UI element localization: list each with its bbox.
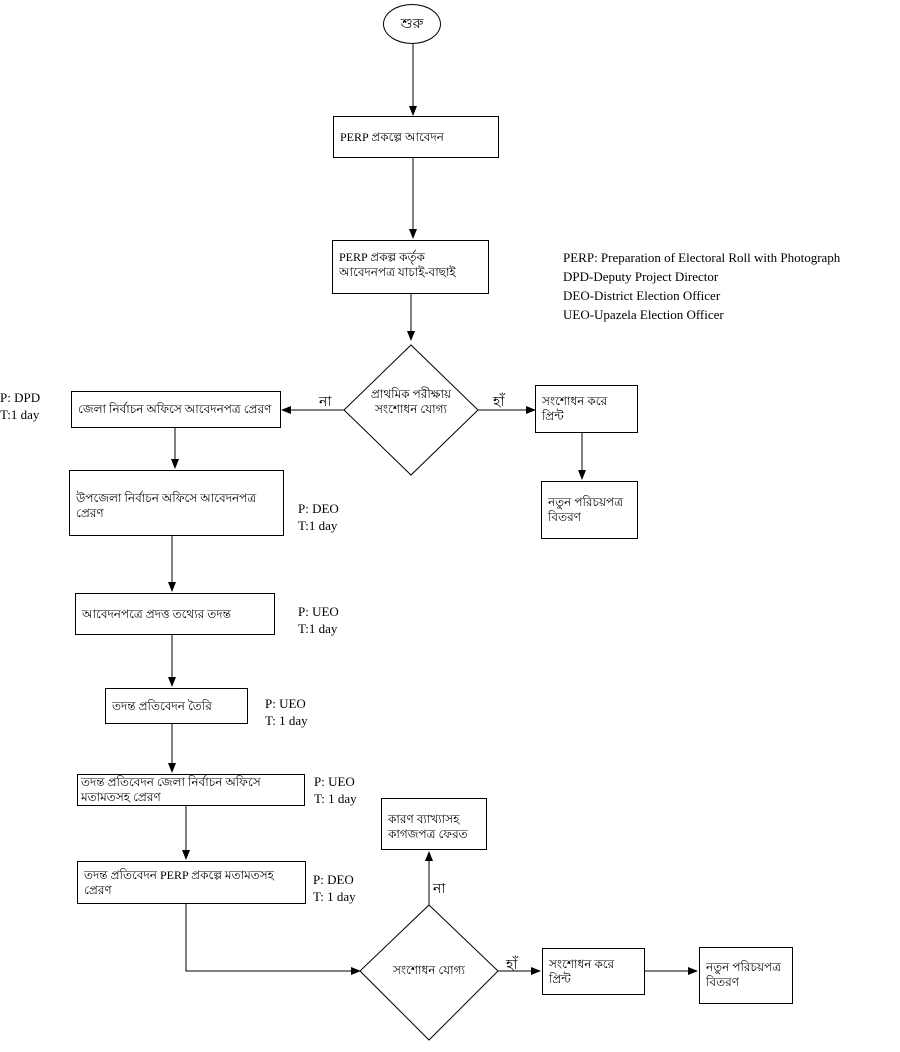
abbreviation-legend: PERP: Preparation of Electoral Roll with… [563,248,840,324]
step-correct-print-1: সংশোধন করে প্রিন্ট [535,385,638,433]
legend-item: UEO-Upazela Election Officer [563,307,724,322]
edge-label-yes-2: হাঁ [506,958,518,973]
step-report-to-district-label: তদন্ত প্রতিবেদন জেলা নির্বাচন অফিসে মতাম… [81,775,261,804]
step-screen: PERP প্রকল্প কর্তৃক আবেদনপত্র যাচাই-বাছা… [332,240,489,294]
start-node: শুরু [383,4,441,44]
edge-label-no-2: না [433,882,446,897]
step-report-to-perp-label: তদন্ত প্রতিবেদন PERP প্রকল্পে মতামতসহ প্… [84,867,274,897]
step-return-docs: কারণ ব্যাখ্যাসহ কাগজপত্র ফেরত [381,798,487,850]
step-screen-label: PERP প্রকল্প কর্তৃক আবেদনপত্র যাচাই-বাছা… [339,250,456,279]
step-send-district: জেলা নির্বাচন অফিসে আবেদনপত্র প্রেরণ [71,391,281,428]
step-report-to-perp: তদন্ত প্রতিবেদন PERP প্রকল্পে মতামতসহ প্… [77,861,306,904]
legend-item: DPD-Deputy Project Director [563,269,719,284]
step-correct-print-1-label: সংশোধন করে প্রিন্ট [542,394,608,423]
step-new-card-2: নতুন পরিচয়পত্র বিতরণ [699,947,793,1004]
step-report-to-district: তদন্ত প্রতিবেদন জেলা নির্বাচন অফিসে মতাম… [77,774,305,806]
step-new-card-2-label: নতুন পরিচয়পত্র বিতরণ [706,960,782,989]
step-investigate-label: আবেদনপত্রে প্রদত্ত তথ্যের তদন্ত [82,606,231,621]
step-correct-print-2-label: সংশোধন করে প্রিন্ট [549,956,615,986]
step-new-card-1-label: নতুন পরিচয়পত্র বিতরণ [548,495,624,524]
decision-final-label: সংশোধন যোগ্য [393,963,465,977]
step-new-card-1: নতুন পরিচয়পত্র বিতরণ [541,481,638,539]
step-prepare-report: তদন্ত প্রতিবেদন তৈরি [105,688,248,724]
legend-item: DEO-District Election Officer [563,288,721,303]
edge-perp-decision2 [185,904,361,975]
step-apply: PERP প্রকল্পে আবেদন [333,116,499,158]
step-send-district-label: জেলা নির্বাচন অফিসে আবেদনপত্র প্রেরণ [78,402,272,416]
step-send-upazila-label: উপজেলা নির্বাচন অফিসে আবেদনপত্র প্রেরণ [76,491,257,520]
decision-diamond-initial [343,344,479,476]
step-send-upazila: উপজেলা নির্বাচন অফিসে আবেদনপত্র প্রেরণ [69,470,284,536]
step-apply-label: PERP প্রকল্পে আবেদন [340,129,444,144]
step-return-docs-label: কারণ ব্যাখ্যাসহ কাগজপত্র ফেরত [388,812,468,841]
legend-item: PERP: Preparation of Electoral Roll with… [563,250,841,265]
decision-diamond-final [359,904,499,1041]
step-correct-print-2: সংশোধন করে প্রিন্ট [542,948,645,995]
step-prepare-report-label: তদন্ত প্রতিবেদন তৈরি [112,698,212,713]
start-label: শুরু [400,17,424,32]
decision-initial-label: প্রাথমিক পরীক্ষায় সংশোধন যোগ্য [370,387,452,416]
edge-label-no-1: না [319,395,332,410]
edge-label-yes-1: হাঁ [493,395,505,410]
step-investigate: আবেদনপত্রে প্রদত্ত তথ্যের তদন্ত [75,593,275,635]
